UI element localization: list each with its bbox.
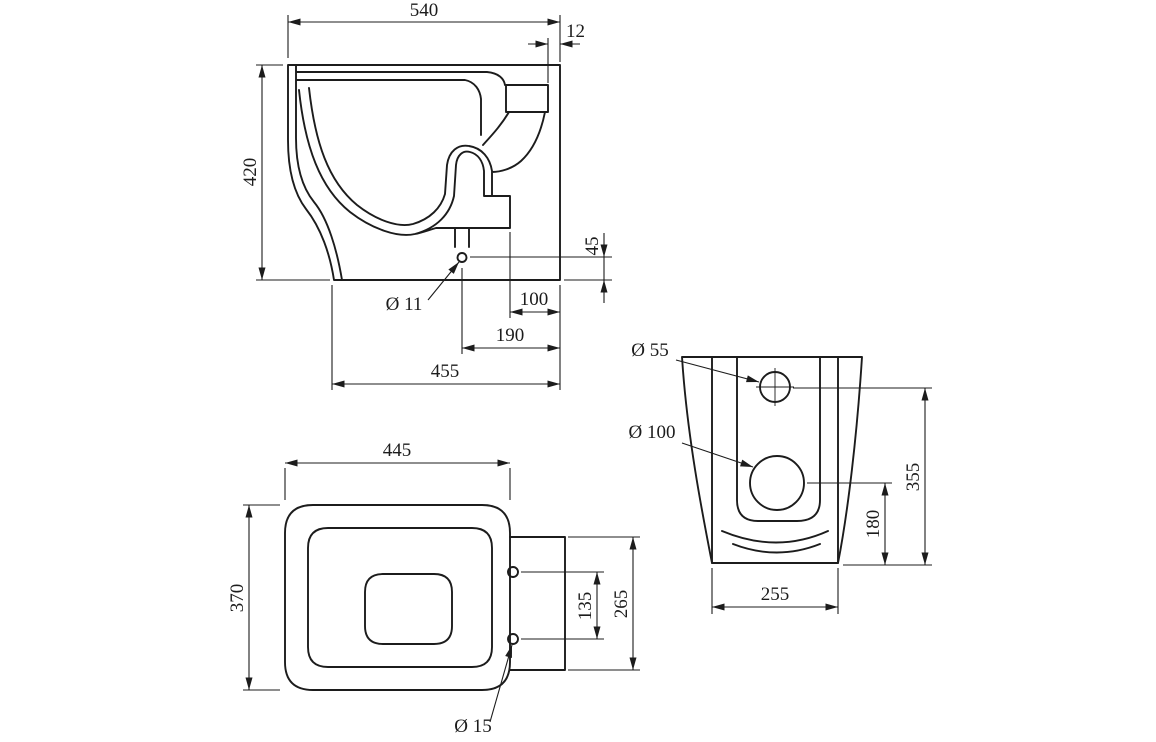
dim-label-420: 420 (240, 158, 261, 187)
side-internal-section-lines (295, 64, 546, 281)
dim-label-540: 540 (410, 0, 439, 21)
dim-label-180: 180 (863, 510, 884, 539)
dim-label-45: 45 (582, 237, 603, 256)
dim-label-12: 12 (566, 21, 585, 42)
plan-seat-inner-ring (307, 527, 493, 668)
plan-view: 445 370 135 265 Ø 15 (227, 440, 640, 737)
plan-fixing-hole-top (507, 566, 519, 578)
plan-extension-lines (243, 468, 640, 691)
side-extension-lines (256, 15, 612, 390)
dim-label-355: 355 (903, 463, 924, 492)
dim-label-445: 445 (383, 440, 412, 461)
dim-label-o11: Ø 11 (386, 294, 423, 315)
rear-outlet-hole (749, 455, 805, 511)
leader-line-o15 (489, 644, 513, 723)
dim-label-255: 255 (761, 584, 790, 605)
dim-label-135: 135 (575, 592, 596, 621)
side-inlet-box (505, 84, 549, 113)
plan-bowl-opening (364, 573, 453, 645)
dim-label-370: 370 (227, 584, 248, 613)
dim-label-190: 190 (496, 325, 525, 346)
plan-fixing-hole-bottom (507, 633, 519, 645)
rear-internal-lines (711, 356, 839, 564)
dim-label-o15: Ø 15 (454, 716, 491, 737)
dim-label-o55: Ø 55 (631, 340, 668, 361)
plan-back-section (509, 536, 566, 671)
dim-label-455: 455 (431, 361, 460, 382)
dim-label-265: 265 (611, 590, 632, 619)
dim-label-100: 100 (520, 289, 549, 310)
leader-line-o11 (427, 261, 460, 301)
rear-extension-lines (711, 387, 932, 614)
side-outlet-hole (456, 252, 468, 263)
plan-seat-outline (284, 504, 511, 691)
side-outer-profile (287, 64, 561, 281)
rear-elevation-view: Ø 55 Ø 100 355 180 255 (629, 340, 932, 614)
rear-inlet-centre-mark (756, 368, 794, 406)
leader-line-o55 (675, 359, 760, 383)
side-section-view: 540 12 420 45 Ø 11 100 190 455 (240, 0, 612, 390)
leader-line-o100 (681, 442, 754, 468)
dim-label-o100: Ø 100 (629, 422, 676, 443)
